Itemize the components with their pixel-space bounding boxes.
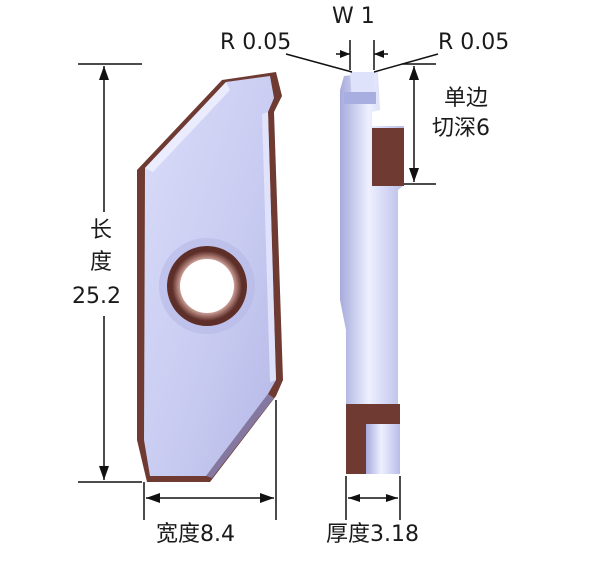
side-bottom-face — [366, 424, 400, 474]
slot-width-label: W 1 — [332, 4, 375, 29]
radius-right-label: R 0.05 — [438, 30, 510, 55]
depth-label-line1: 单边 — [444, 86, 489, 111]
thickness-label: 厚度3.18 — [326, 522, 419, 547]
front-view-insert — [137, 72, 283, 482]
side-view-insert — [340, 72, 404, 474]
front-bevel-bottom — [206, 394, 274, 478]
side-top-coating — [344, 92, 376, 104]
radius-left-label: R 0.05 — [220, 30, 292, 55]
side-body — [340, 72, 404, 404]
depth-label-line2: 切深6 — [432, 116, 490, 141]
length-label-line2: 度 — [90, 250, 113, 275]
length-label-line1: 长 — [90, 218, 113, 243]
mounting-hole — [159, 238, 255, 334]
side-cutting-edge — [372, 128, 404, 186]
front-bevel-right — [262, 112, 276, 382]
front-bevel-top — [145, 82, 230, 172]
length-value-label: 25.2 — [72, 284, 121, 309]
dimension-lines — [78, 40, 439, 520]
side-bottom-coating — [346, 404, 400, 474]
width-label: 宽度8.4 — [156, 522, 235, 547]
